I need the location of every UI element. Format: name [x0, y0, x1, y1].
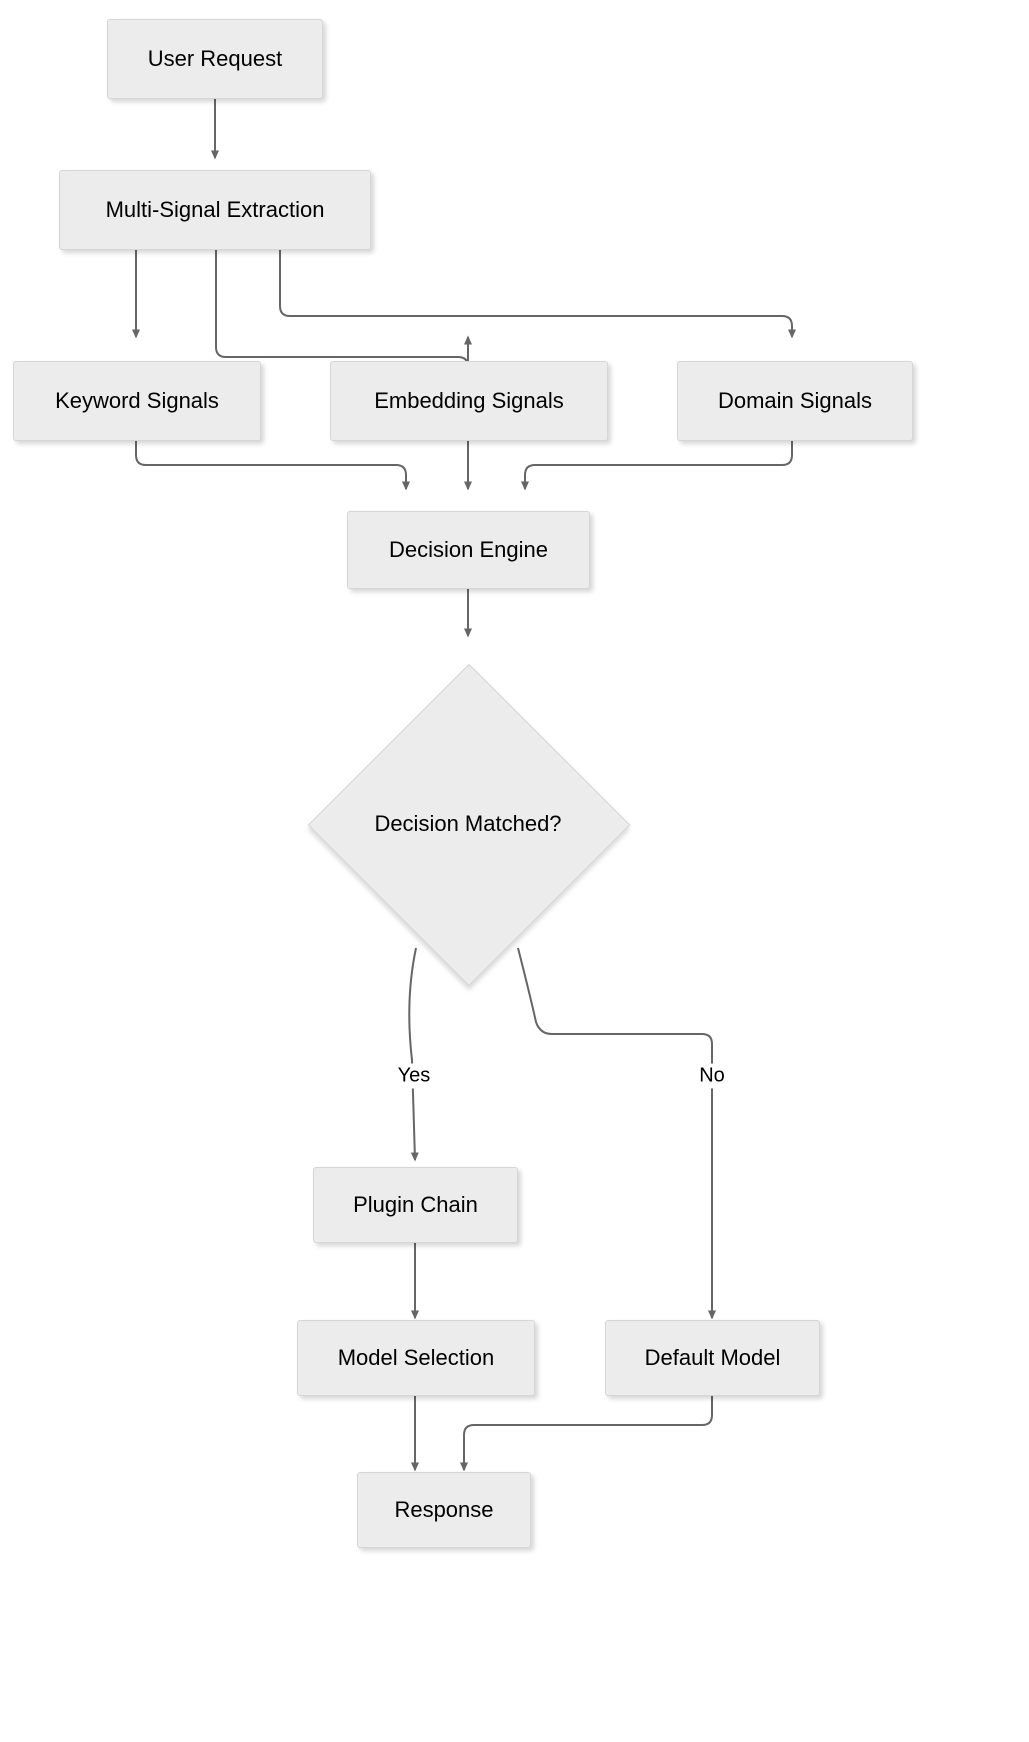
edge-decision-matched-to-default-model: [517, 947, 716, 1320]
node-user-request[interactable]: User Request: [107, 19, 323, 99]
edge-decision-matched-to-plugin-chain: [408, 947, 419, 1162]
node-label-decision-matched: Decision Matched?: [374, 811, 562, 836]
node-label-model-selection: Model Selection: [337, 1344, 495, 1370]
node-label-default-model: Default Model: [644, 1344, 781, 1370]
edge-multi-signal-to-domain-signals: [279, 250, 796, 339]
node-domain-signals[interactable]: Domain Signals: [677, 361, 913, 441]
node-embedding-signals[interactable]: Embedding Signals: [330, 361, 608, 441]
edge-label-yes: Yes: [393, 1063, 435, 1089]
node-label-user-request: User Request: [147, 45, 283, 71]
node-plugin-chain[interactable]: Plugin Chain: [313, 1167, 518, 1243]
node-decision-engine[interactable]: Decision Engine: [347, 511, 590, 589]
node-label-multi-signal-extraction: Multi-Signal Extraction: [105, 196, 325, 222]
node-response[interactable]: Response: [357, 1472, 531, 1548]
edge-multi-signal-to-embedding-signals: [215, 250, 472, 368]
node-default-model[interactable]: Default Model: [605, 1320, 820, 1396]
edge-keyword-signals-to-decision-engine: [135, 441, 410, 491]
node-multi-signal-extraction[interactable]: Multi-Signal Extraction: [59, 170, 371, 250]
node-label-domain-signals: Domain Signals: [717, 387, 873, 413]
node-decision-matched[interactable]: Decision Matched?: [307, 663, 631, 987]
edge-label-no: No: [695, 1063, 729, 1089]
node-label-decision-engine: Decision Engine: [389, 536, 548, 562]
edge-default-model-to-response: [460, 1394, 713, 1472]
node-label-plugin-chain: Plugin Chain: [353, 1191, 478, 1217]
node-label-keyword-signals: Keyword Signals: [55, 387, 219, 413]
edge-domain-signals-to-decision-engine: [521, 441, 793, 491]
node-model-selection[interactable]: Model Selection: [297, 1320, 535, 1396]
node-label-embedding-signals: Embedding Signals: [374, 387, 564, 413]
node-label-response: Response: [394, 1496, 494, 1522]
node-keyword-signals[interactable]: Keyword Signals: [13, 361, 261, 441]
